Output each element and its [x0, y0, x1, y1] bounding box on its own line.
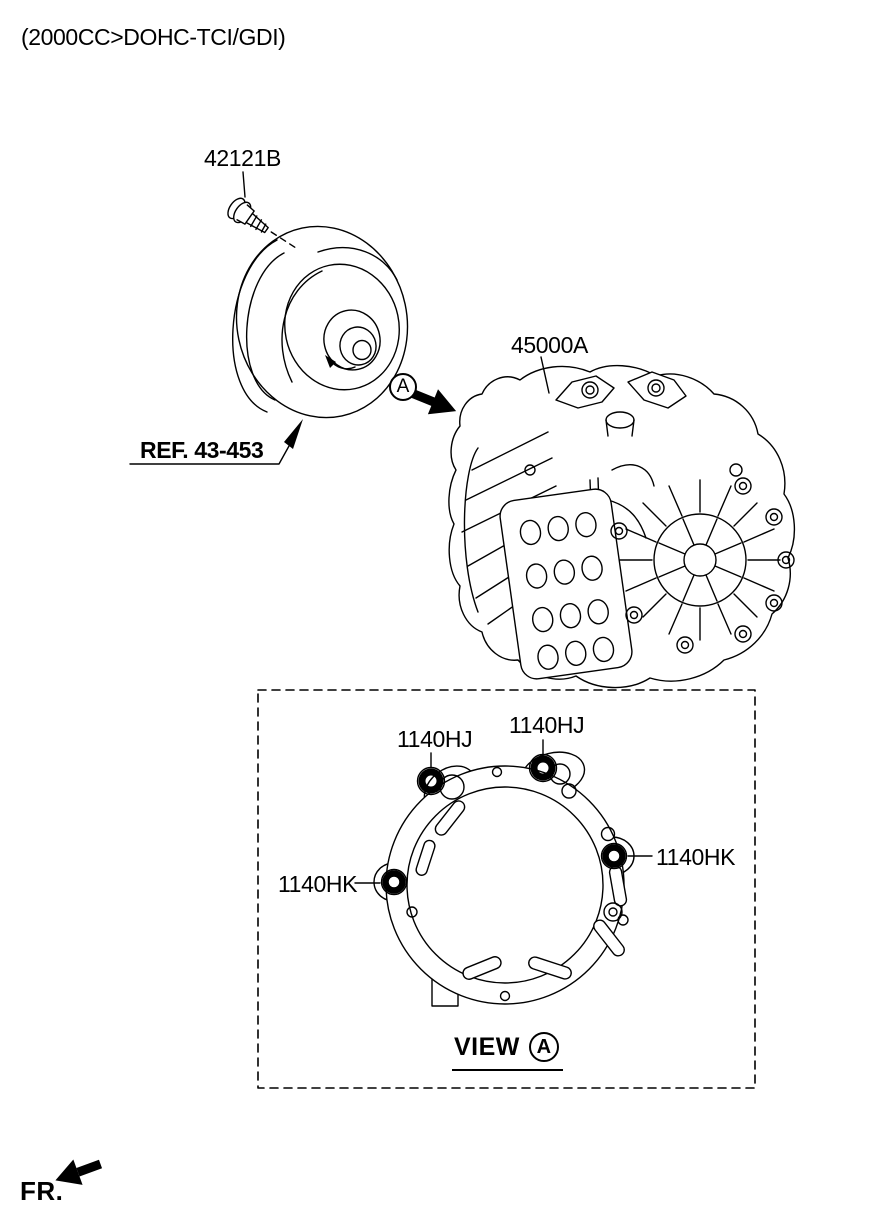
callout-ref-43-453[interactable]: REF. 43-453 — [140, 437, 264, 463]
callout-1140hk-right[interactable]: 1140HK — [656, 844, 736, 870]
transmission-drawing — [448, 364, 796, 689]
fr-arrow-icon — [55, 1159, 103, 1185]
view-direction-arrow-icon — [410, 389, 457, 415]
assembly-leader-line — [540, 356, 550, 394]
fr-label: FR. — [20, 1176, 64, 1206]
page-title: (2000CC>DOHC-TCI/GDI) — [21, 24, 286, 50]
bolt-leader-line — [242, 171, 297, 249]
bolt-icon — [227, 197, 269, 234]
torque-converter-drawing — [232, 225, 409, 419]
callout-1140hk-left[interactable]: 1140HK — [278, 871, 358, 897]
view-a-marker: A — [528, 1032, 559, 1062]
detail-a-marker: A — [389, 373, 417, 401]
ref-leader-arrow — [129, 419, 303, 465]
gasket-bolt-icons — [380, 753, 628, 896]
callout-1140hj-2[interactable]: 1140HJ — [509, 712, 585, 738]
callout-42121b[interactable]: 42121B — [204, 145, 281, 171]
view-label: VIEW — [454, 1032, 520, 1061]
view-a-caption: VIEW A — [452, 1032, 563, 1071]
callout-1140hj-1[interactable]: 1140HJ — [397, 726, 473, 752]
callout-45000a[interactable]: 45000A — [511, 332, 588, 358]
gasket-drawing — [354, 739, 653, 1007]
